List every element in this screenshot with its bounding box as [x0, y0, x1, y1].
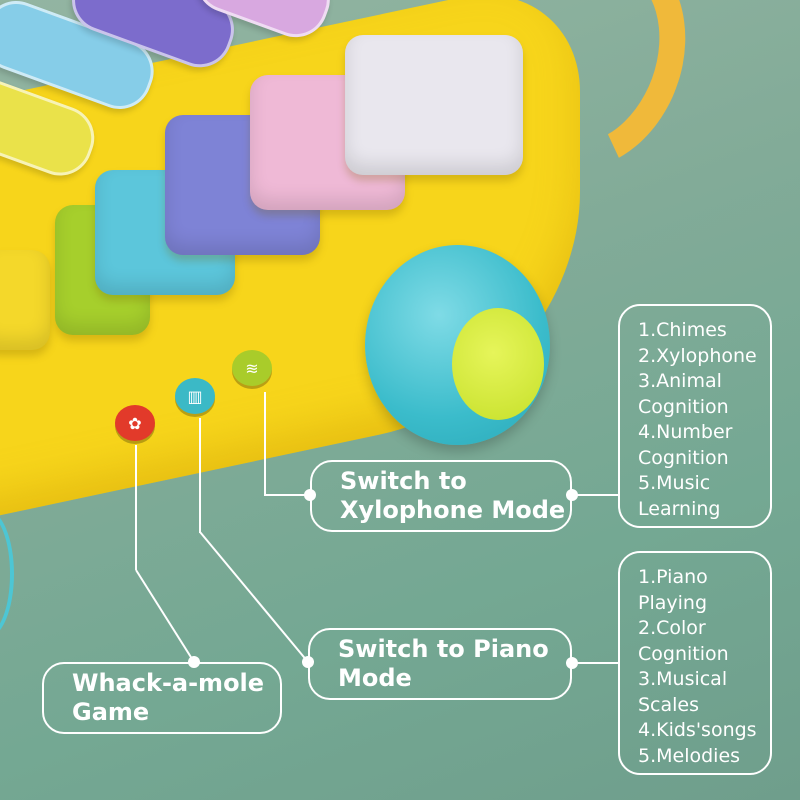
feature-item: 4.Kids'songs — [638, 719, 757, 741]
feature-item: 1.Piano — [638, 566, 708, 588]
feature-item: 2.Color — [638, 617, 706, 639]
feature-item: Cognition — [638, 642, 729, 665]
label-line: Game — [72, 698, 150, 726]
connector-dot — [566, 657, 578, 669]
feature-item: Playing — [638, 591, 708, 614]
connector-piano-v — [199, 418, 201, 533]
feature-item: 3.Musical — [638, 668, 728, 690]
connector-xylophone-h — [264, 494, 310, 496]
xylophone-mode-button[interactable]: ≋ — [232, 350, 272, 386]
label-line: Switch to — [340, 467, 467, 495]
connector-piano-list — [572, 662, 618, 664]
whack-a-mole-button[interactable]: ✿ — [115, 405, 155, 441]
feature-item: 5.Melodies — [638, 744, 741, 767]
feature-item: Learning — [638, 497, 721, 520]
piano-key-yellow — [0, 250, 50, 350]
piano-features-list: 1.Piano Playing 2.Color Cognition 3.Musi… — [618, 551, 772, 775]
feature-item: 2.Xylophone — [638, 344, 757, 367]
label-line: Whack-a-mole — [72, 669, 265, 697]
whack-a-mole-label: Whack-a-mole Game — [42, 662, 282, 734]
piano-mode-button[interactable]: ▥ — [175, 378, 215, 414]
feature-item: 1.Chimes — [638, 319, 727, 341]
connector-dot — [566, 489, 578, 501]
xylophone-features-list: 1.Chimes 2.Xylophone 3.Animal Cognition … — [618, 304, 772, 528]
mole-icon: ✿ — [128, 413, 142, 433]
feature-item: 4.Number — [638, 421, 733, 443]
feature-item: Scales — [638, 693, 700, 716]
piano-key-white — [345, 35, 523, 175]
feature-item: 5.Music — [638, 472, 711, 494]
connector-whack-v — [135, 445, 137, 570]
label-line: Mode — [338, 664, 412, 692]
piano-mode-label: Switch to Piano Mode — [308, 628, 572, 700]
feature-item: Cognition — [638, 395, 729, 418]
label-line: Switch to Piano — [338, 635, 549, 663]
xylophone-icon: ≋ — [245, 358, 259, 378]
connector-xylophone-v — [264, 392, 266, 494]
toy-wheel-hub — [452, 308, 544, 420]
connector-xylophone-list — [572, 494, 618, 496]
piano-icon: ▥ — [187, 386, 203, 406]
xylophone-mode-label: Switch to Xylophone Mode — [310, 460, 572, 532]
feature-item: 3.Animal — [638, 370, 722, 392]
feature-item: Cognition — [638, 446, 729, 469]
label-line: Xylophone Mode — [340, 496, 566, 524]
